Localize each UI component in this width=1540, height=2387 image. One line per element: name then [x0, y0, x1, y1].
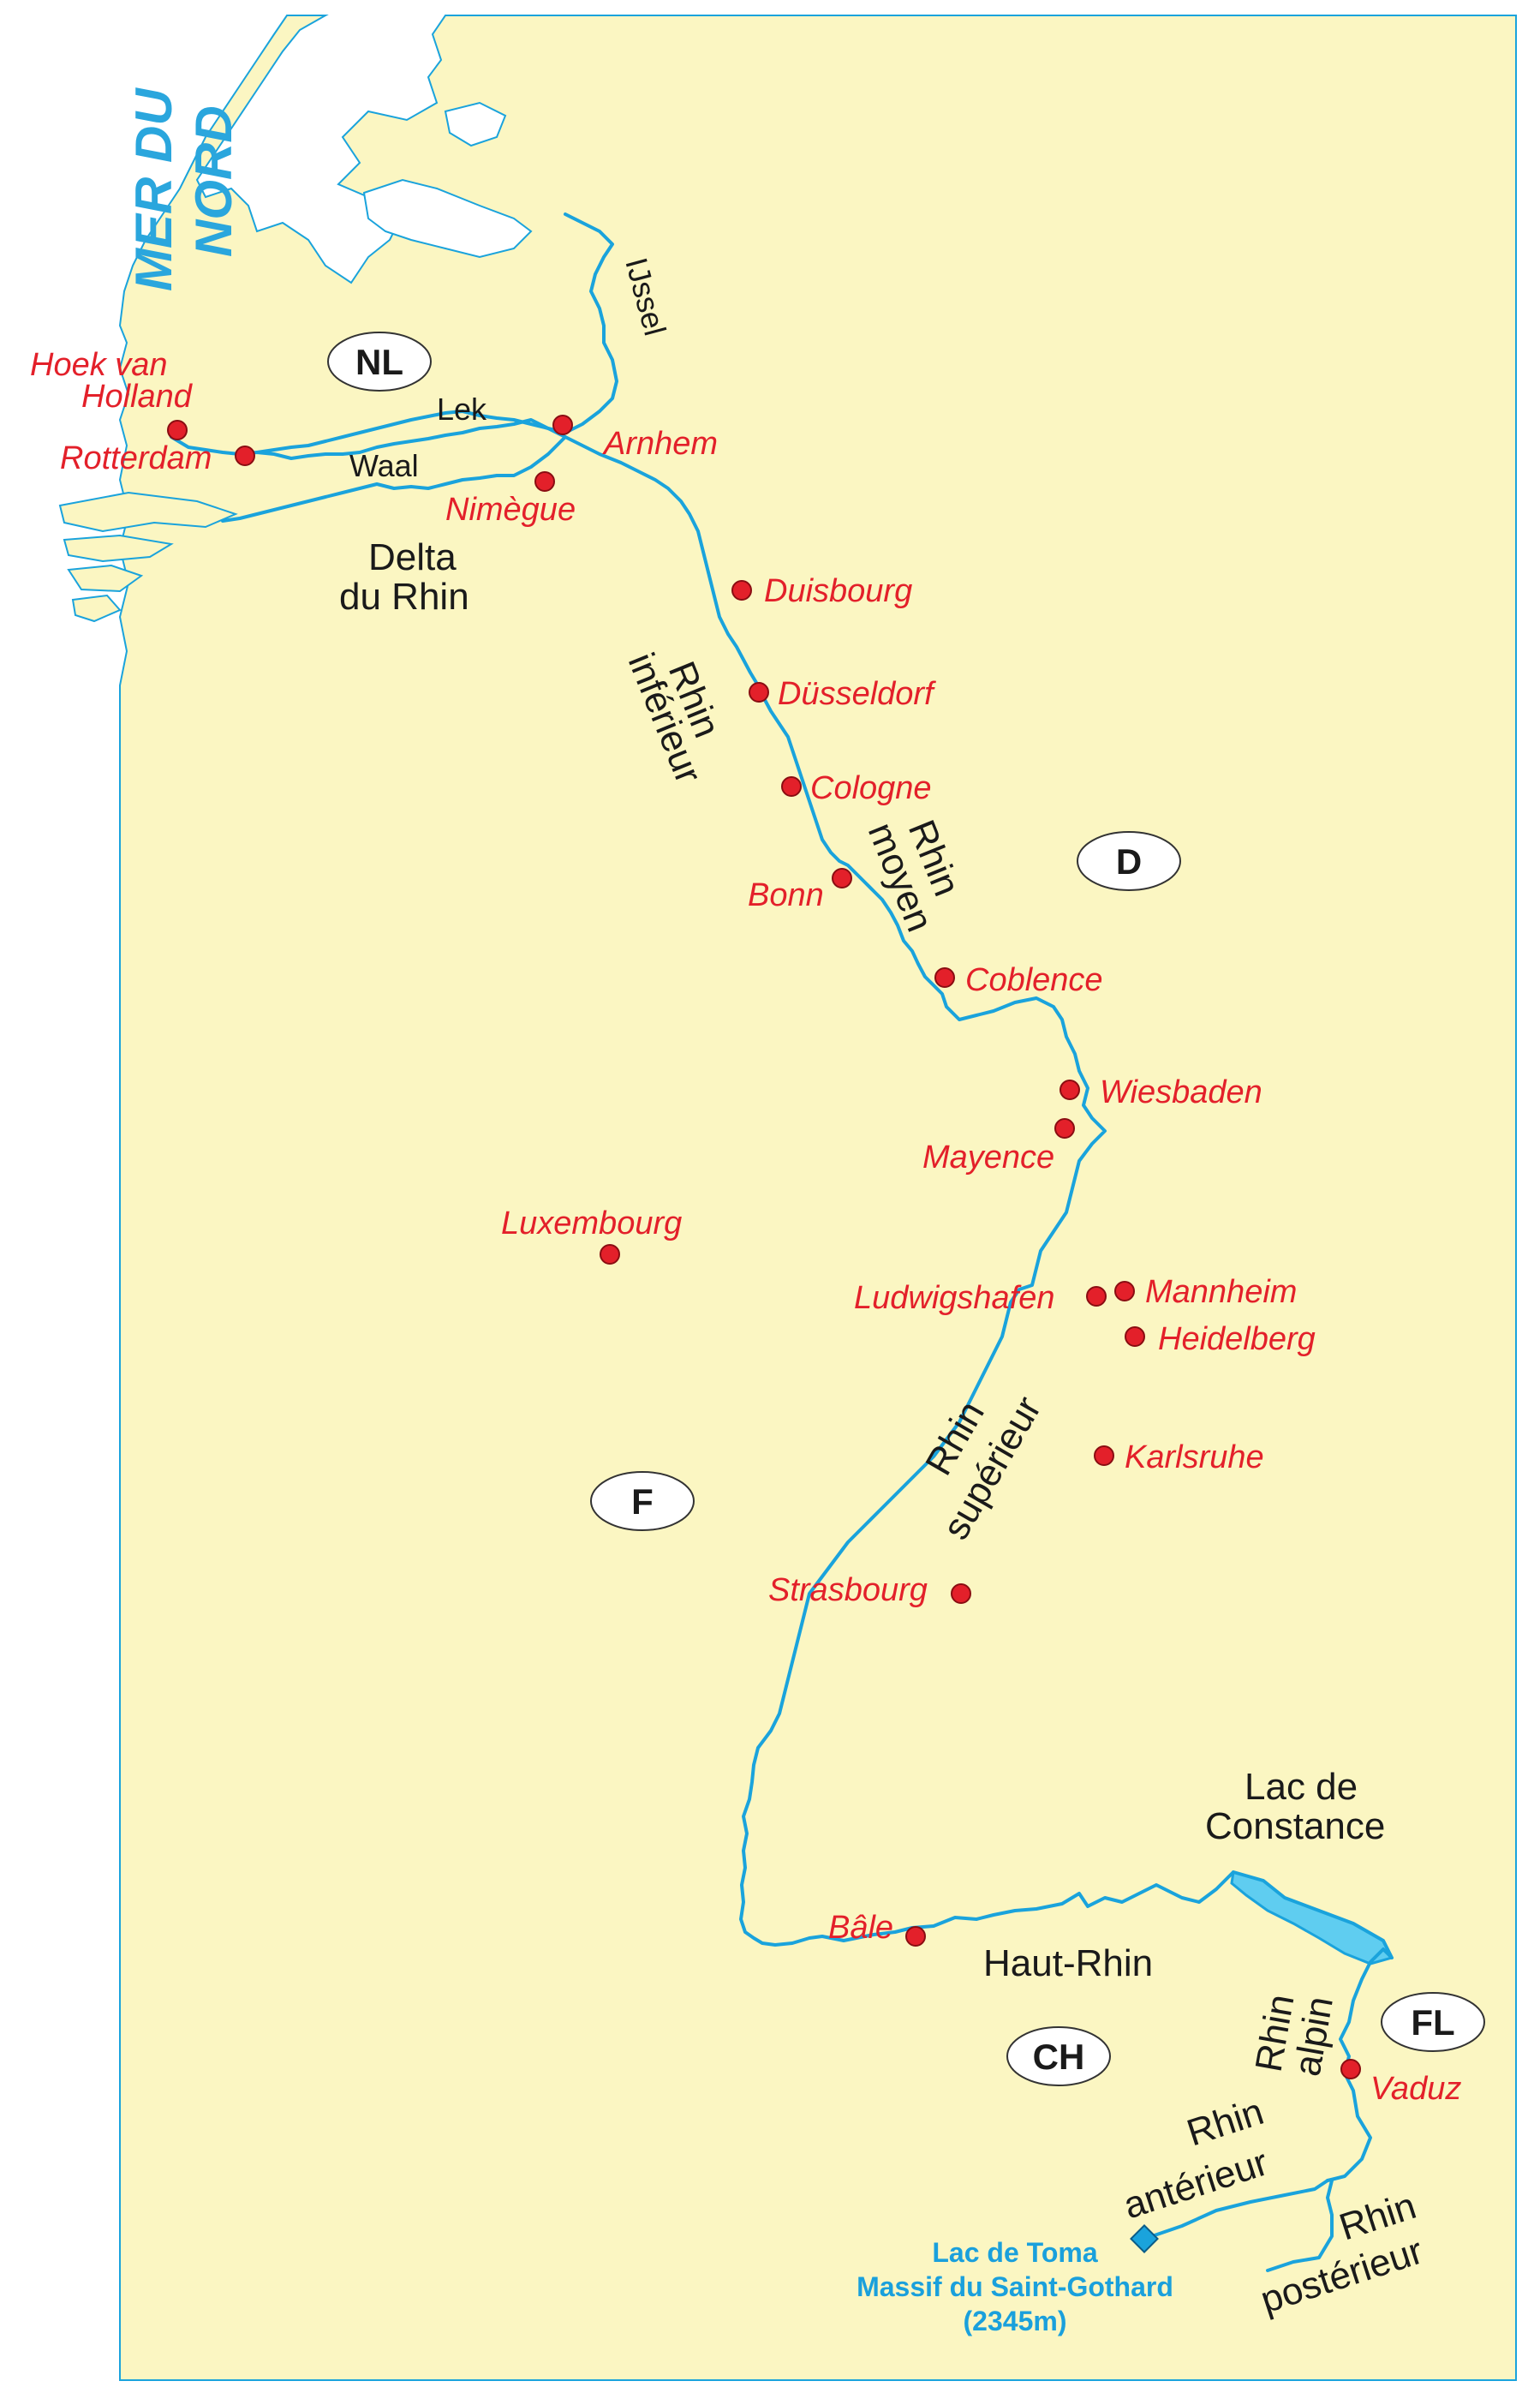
- city-label-wiesbaden: Wiesbaden: [1100, 1074, 1262, 1110]
- city-dot-bonn[interactable]: [832, 868, 852, 888]
- country-badge-fl[interactable]: FL: [1381, 1992, 1485, 2052]
- rhin-anterieur-river: [1150, 2179, 1329, 2238]
- source-marker: [1130, 2224, 1159, 2253]
- sea-label-line1: MER DU: [125, 87, 182, 291]
- city-dot-duisbourg[interactable]: [731, 580, 752, 601]
- city-dot-vaduz[interactable]: [1340, 2059, 1361, 2079]
- city-dot-rotterdam[interactable]: [235, 446, 255, 466]
- city-dot-mannheim[interactable]: [1114, 1281, 1135, 1301]
- country-label-d: D: [1116, 841, 1142, 882]
- city-dot-ludwigshafen[interactable]: [1086, 1286, 1107, 1307]
- country-badge-f[interactable]: F: [590, 1471, 695, 1531]
- lek-river: [255, 410, 567, 454]
- city-label-mannheim: Mannheim: [1145, 1274, 1297, 1310]
- country-label-f: F: [631, 1481, 654, 1522]
- city-label-karlsruhe: Karlsruhe: [1125, 1439, 1264, 1475]
- river-label-haut-rhin: Haut-Rhin: [983, 1942, 1153, 1984]
- rivers: [170, 212, 1394, 2272]
- country-badge-nl[interactable]: NL: [327, 332, 432, 392]
- region-label-lac-constance-2: Constance: [1205, 1805, 1385, 1847]
- river-label-lek: Lek: [437, 392, 487, 427]
- city-dot-arnhem[interactable]: [552, 415, 573, 435]
- city-label-cologne: Cologne: [810, 770, 932, 806]
- country-badge-d[interactable]: D: [1077, 831, 1181, 891]
- waal-river: [221, 435, 567, 523]
- city-label-dusseldorf: Düsseldorf: [778, 676, 936, 712]
- country-label-fl: FL: [1411, 2002, 1454, 2043]
- region-labels: Delta du Rhin Lac de Constance: [339, 536, 1385, 1847]
- city-label-coblence: Coblence: [965, 962, 1103, 998]
- city-labels: Hoek van Holland Rotterdam Arnhem Nimègu…: [30, 347, 1461, 2107]
- ijssel-river: [564, 212, 618, 434]
- city-label-heidelberg: Heidelberg: [1158, 1321, 1316, 1357]
- city-label-luxembourg: Luxembourg: [501, 1205, 682, 1241]
- region-label-delta-2: du Rhin: [339, 576, 469, 618]
- region-label-delta-1: Delta: [368, 536, 457, 578]
- city-label-mayence: Mayence: [922, 1140, 1054, 1176]
- city-label-duisbourg: Duisbourg: [764, 573, 912, 609]
- city-dot-strasbourg[interactable]: [951, 1583, 971, 1604]
- city-label-strasbourg: Strasbourg: [768, 1572, 928, 1608]
- city-label-hoek-2: Holland: [81, 379, 194, 415]
- river-label-waal: Waal: [349, 448, 419, 483]
- city-dot-hoek[interactable]: [167, 420, 188, 440]
- city-label-rotterdam: Rotterdam: [60, 440, 212, 476]
- city-dot-wiesbaden[interactable]: [1059, 1080, 1080, 1100]
- city-dot-karlsruhe[interactable]: [1094, 1445, 1114, 1466]
- city-label-bale: Bâle: [828, 1910, 893, 1946]
- land-area: [58, 15, 1517, 2381]
- city-dot-mayence[interactable]: [1054, 1118, 1075, 1139]
- city-label-vaduz: Vaduz: [1370, 2071, 1461, 2107]
- city-dot-cologne[interactable]: [781, 776, 802, 797]
- city-dot-coblence[interactable]: [934, 967, 955, 988]
- source-label-line3: (2345m): [964, 2306, 1067, 2336]
- city-dot-nimegue[interactable]: [534, 471, 555, 492]
- country-label-nl: NL: [355, 342, 403, 382]
- source-label-line1: Lac de Toma: [932, 2237, 1097, 2268]
- country-badge-ch[interactable]: CH: [1006, 2026, 1111, 2086]
- sea-label: MER DU NORD: [125, 87, 242, 291]
- rhine-main: [170, 418, 1394, 2182]
- city-label-bonn: Bonn: [748, 877, 824, 913]
- city-dot-dusseldorf[interactable]: [749, 682, 769, 703]
- country-label-ch: CH: [1033, 2037, 1085, 2077]
- rhin-posterieur-river: [1266, 2179, 1334, 2272]
- city-dots: [167, 415, 1361, 2079]
- city-label-nimegue: Nimègue: [445, 492, 576, 528]
- city-dot-heidelberg[interactable]: [1125, 1326, 1145, 1347]
- sea-label-line2: NORD: [185, 105, 242, 257]
- region-label-lac-constance-1: Lac de: [1245, 1766, 1358, 1808]
- city-label-ludwigshafen: Ludwigshafen: [854, 1280, 1055, 1316]
- city-dot-luxembourg[interactable]: [600, 1244, 620, 1265]
- city-dot-bale[interactable]: [905, 1926, 926, 1947]
- city-label-arnhem: Arnhem: [602, 426, 718, 462]
- source-label-line2: Massif du Saint-Gothard: [857, 2271, 1173, 2302]
- country-badges: NL D F CH FL: [327, 332, 1485, 2086]
- source-labels: Lac de Toma Massif du Saint-Gothard (234…: [857, 2237, 1173, 2336]
- city-label-hoek-1: Hoek van: [30, 347, 168, 383]
